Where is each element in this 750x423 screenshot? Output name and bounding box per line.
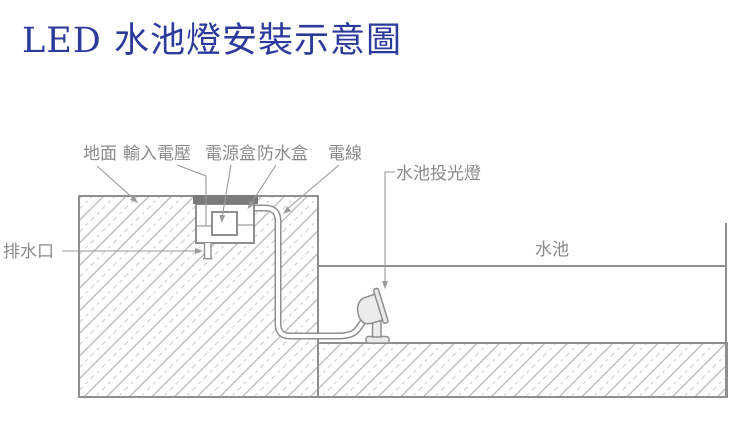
- pool-floodlight-fixture: [356, 287, 390, 344]
- arrow-waterproof-box: [247, 200, 255, 209]
- leader-input-voltage: [176, 164, 207, 226]
- drain-pipe-outline: [203, 243, 213, 260]
- cable-conduit-core: [254, 206, 366, 338]
- leader-lines: [62, 164, 395, 284]
- leader-waterproof-box: [249, 164, 277, 206]
- label-pool: 水池: [535, 240, 569, 260]
- arrow-floodlight: [382, 281, 388, 289]
- leader-arrowheads: [130, 195, 388, 289]
- arrow-drain: [195, 248, 203, 254]
- leader-ground: [96, 165, 136, 201]
- label-input-voltage: 輸入電壓: [123, 144, 191, 164]
- leader-wire: [285, 164, 340, 211]
- arrow-power-box: [219, 214, 226, 223]
- label-waterproof-box: 防水盒: [257, 144, 308, 164]
- label-ground: 地面: [83, 144, 117, 164]
- pool-floor-slab: [317, 342, 728, 398]
- floodlight-lens-plate: [372, 287, 389, 325]
- label-wire: 電線: [328, 144, 362, 164]
- leader-floodlight: [384, 171, 395, 284]
- label-power-box: 電源盒: [205, 144, 256, 164]
- label-pool-floodlight: 水池投光燈: [396, 164, 481, 184]
- arrow-ground: [130, 195, 138, 203]
- arrow-wire: [283, 206, 292, 214]
- label-drain-outlet: 排水口: [3, 242, 54, 262]
- page-title: LED 水池燈安裝示意圖: [22, 21, 402, 61]
- drain-pipe-body: [204, 243, 211, 259]
- leader-power-box: [221, 164, 232, 219]
- power-box: [211, 211, 238, 236]
